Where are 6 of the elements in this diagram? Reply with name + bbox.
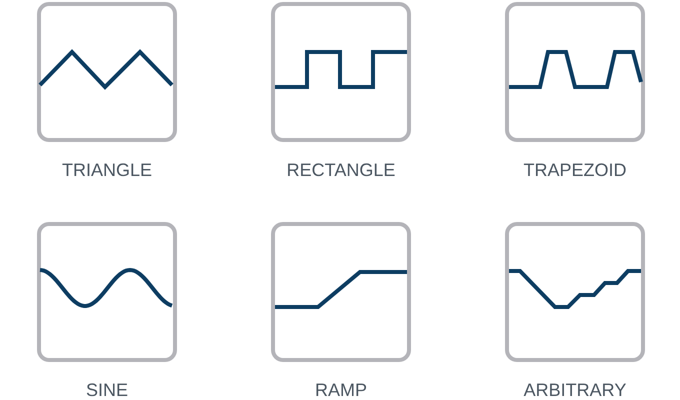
- waveform-label: TRAPEZOID: [522, 160, 628, 181]
- waveform-label: ARBITRARY: [522, 380, 628, 400]
- waveform-label: SINE: [84, 380, 129, 400]
- waveform-label: RAMP: [314, 380, 368, 400]
- waveform-label: RECTANGLE: [286, 160, 396, 181]
- waveform-label: TRIANGLE: [60, 160, 154, 181]
